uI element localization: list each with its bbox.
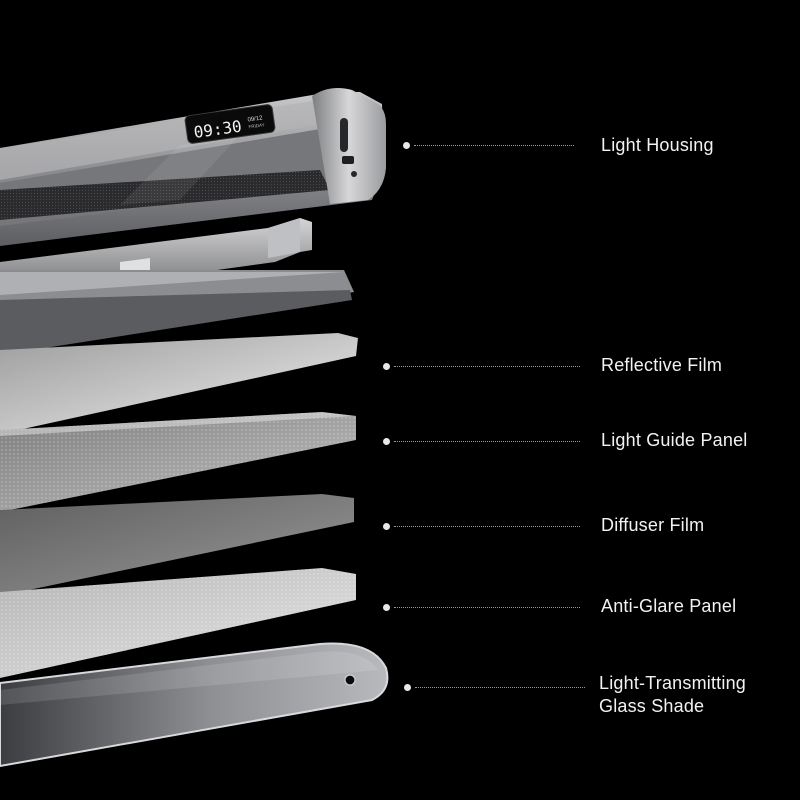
callout-leader bbox=[394, 607, 580, 608]
label-reflective-film: Reflective Film bbox=[601, 355, 723, 375]
label-diffuser-film: Diffuser Film bbox=[601, 515, 705, 535]
glass-shade-part bbox=[0, 642, 389, 768]
callout-reflective-film: Reflective Film bbox=[0, 355, 800, 375]
callout-dot bbox=[383, 438, 390, 445]
callout-anti-glare-panel: Anti-Glare Panel bbox=[0, 596, 800, 616]
callout-leader bbox=[394, 441, 580, 442]
callout-dot bbox=[403, 142, 410, 149]
diffuser-film-part bbox=[0, 494, 354, 596]
callout-diffuser-film: Diffuser Film bbox=[0, 515, 800, 535]
frame-bracket-part bbox=[0, 218, 354, 355]
callout-dot bbox=[383, 604, 390, 611]
callout-dot bbox=[404, 684, 411, 691]
callout-leader bbox=[394, 526, 580, 527]
label-glass-shade: Light-Transmitting Glass Shade bbox=[599, 673, 746, 716]
label-anti-glare-panel: Anti-Glare Panel bbox=[601, 596, 737, 616]
clock-date: 09/12 bbox=[247, 115, 263, 123]
anti-glare-panel-part bbox=[0, 568, 356, 678]
callout-dot bbox=[383, 363, 390, 370]
callout-glass-shade: Light-Transmitting Glass Shade bbox=[0, 673, 800, 716]
light-guide-panel-part bbox=[0, 412, 356, 512]
callout-light-housing: Light Housing bbox=[0, 135, 800, 155]
callout-light-guide-panel: Light Guide Panel bbox=[0, 430, 800, 450]
label-light-housing: Light Housing bbox=[601, 135, 714, 155]
callout-leader bbox=[415, 687, 585, 688]
clock-day: FRIDAY bbox=[248, 122, 265, 129]
clock-display: 09:30 09/12 FRIDAY bbox=[184, 104, 276, 144]
reflective-film-part bbox=[0, 333, 358, 434]
label-light-guide-panel: Light Guide Panel bbox=[601, 430, 748, 450]
callout-leader bbox=[394, 366, 580, 367]
callout-dot bbox=[383, 523, 390, 530]
light-housing-part: 09:30 09/12 FRIDAY bbox=[0, 88, 386, 246]
callout-leader bbox=[414, 145, 574, 146]
